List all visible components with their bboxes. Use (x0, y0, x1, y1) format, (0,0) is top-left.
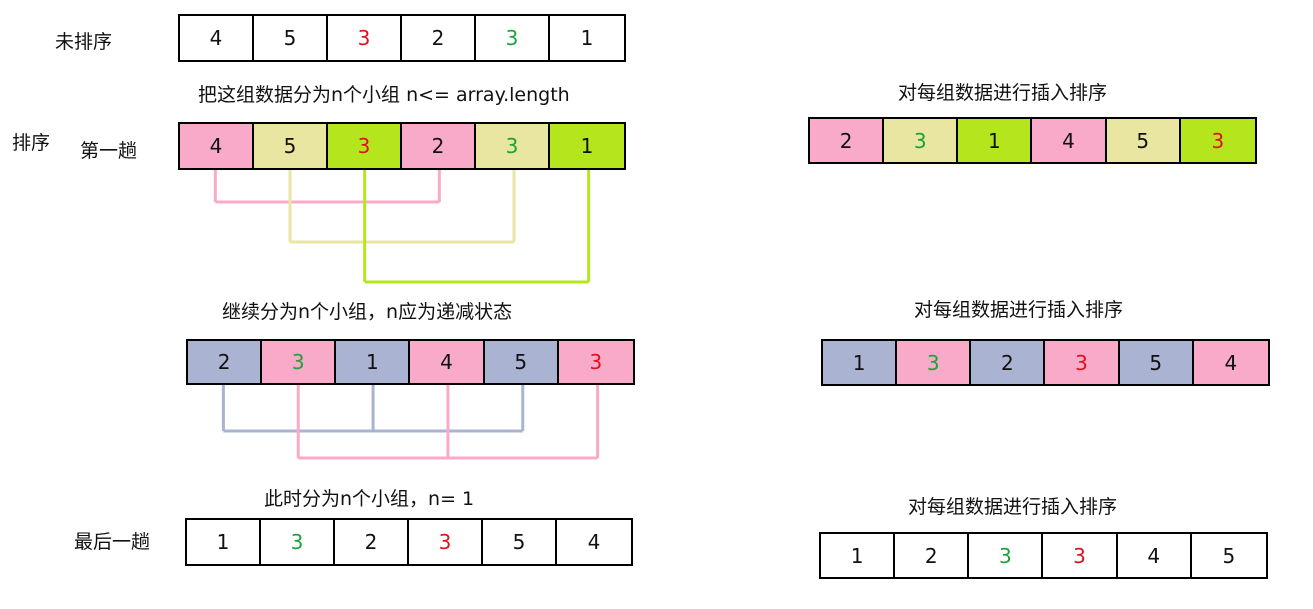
array-cell: 4 (410, 341, 485, 383)
array-cell: 1 (336, 341, 411, 383)
label-unsorted: 未排序 (55, 31, 113, 53)
array-cell: 1 (550, 16, 624, 60)
group-connector-khaki (288, 170, 516, 244)
array-cell: 1 (823, 341, 898, 384)
array-cell: 3 (897, 341, 972, 384)
array-cell: 1 (821, 534, 896, 577)
array-cell: 3 (1043, 534, 1118, 577)
array-cell: 5 (484, 341, 559, 383)
group-connector-lime (363, 170, 591, 284)
array-cell: 5 (1106, 119, 1181, 162)
label-insert-sort-1: 对每组数据进行插入排序 (898, 82, 1108, 104)
array-cell: 5 (1191, 534, 1266, 577)
array-cell: 2 (810, 119, 885, 162)
array-cell: 4 (180, 124, 254, 168)
array-cell: 3 (261, 520, 335, 564)
array-cell: 3 (558, 341, 633, 383)
array-cell: 3 (328, 124, 402, 168)
group-connector-pink (296, 385, 600, 460)
label-insert-sort-2: 对每组数据进行插入排序 (914, 299, 1124, 321)
array-cell: 4 (1193, 341, 1268, 384)
array-cell: 1 (958, 119, 1033, 162)
array-cell: 4 (180, 16, 254, 60)
array-cell: 3 (476, 124, 550, 168)
array-cell: 4 (557, 520, 631, 564)
array-cell: 4 (1117, 534, 1192, 577)
array-cell: 3 (328, 16, 402, 60)
array-cell: 5 (254, 124, 328, 168)
label-sort: 排序 (12, 132, 51, 154)
array-cell: 3 (969, 534, 1044, 577)
array-cell: 5 (254, 16, 328, 60)
array-cell: 2 (971, 341, 1046, 384)
array-cell: 2 (402, 16, 476, 60)
array-cell: 2 (402, 124, 476, 168)
label-last-pass: 最后一趟 (74, 531, 151, 553)
array-cell: 2 (335, 520, 409, 564)
label-insert-sort-3: 对每组数据进行插入排序 (908, 496, 1118, 518)
array-cell: 1 (187, 520, 261, 564)
array-cell: 5 (1119, 341, 1194, 384)
label-final-description: 此时分为n个小组，n= 1 (264, 488, 475, 510)
label-split-description: 把这组数据分为n个小组 n<= array.length (198, 84, 570, 106)
group-connector-pink (213, 170, 441, 204)
array-cell: 4 (1032, 119, 1107, 162)
label-continue-description: 继续分为n个小组，n应为递减状态 (222, 301, 513, 323)
array-cell: 3 (884, 119, 959, 162)
array-cell: 3 (1180, 119, 1255, 162)
group-connector-slate (221, 385, 525, 433)
array-cell: 3 (1045, 341, 1120, 384)
array-cell: 2 (895, 534, 970, 577)
array-cell: 3 (476, 16, 550, 60)
array-cell: 5 (483, 520, 557, 564)
array-cell: 3 (262, 341, 337, 383)
array-cell: 2 (188, 341, 263, 383)
array-cell: 1 (550, 124, 624, 168)
array-cell: 3 (409, 520, 483, 564)
label-first-pass: 第一趟 (80, 140, 138, 162)
